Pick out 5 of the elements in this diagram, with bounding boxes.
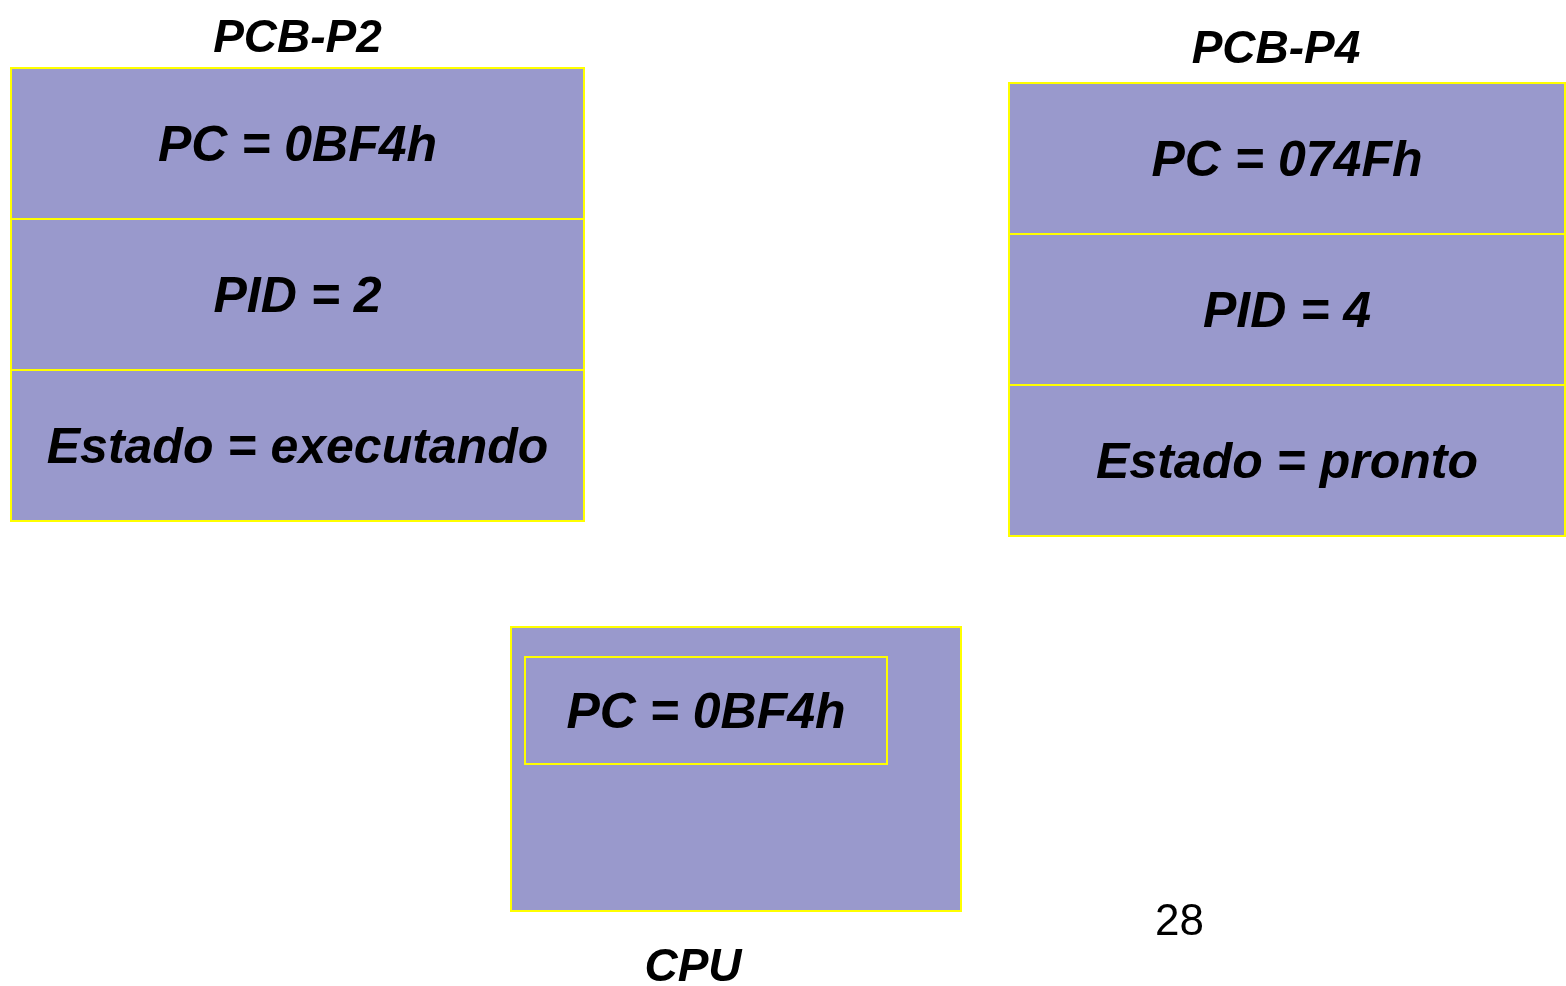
block-title: PCB-P2 xyxy=(212,13,383,59)
block-title: PCB-P4 xyxy=(1190,24,1362,70)
block-title: CPU xyxy=(643,942,744,986)
register-field: PC = 0BF4h xyxy=(524,656,888,765)
page-number: 28 xyxy=(1155,898,1204,942)
